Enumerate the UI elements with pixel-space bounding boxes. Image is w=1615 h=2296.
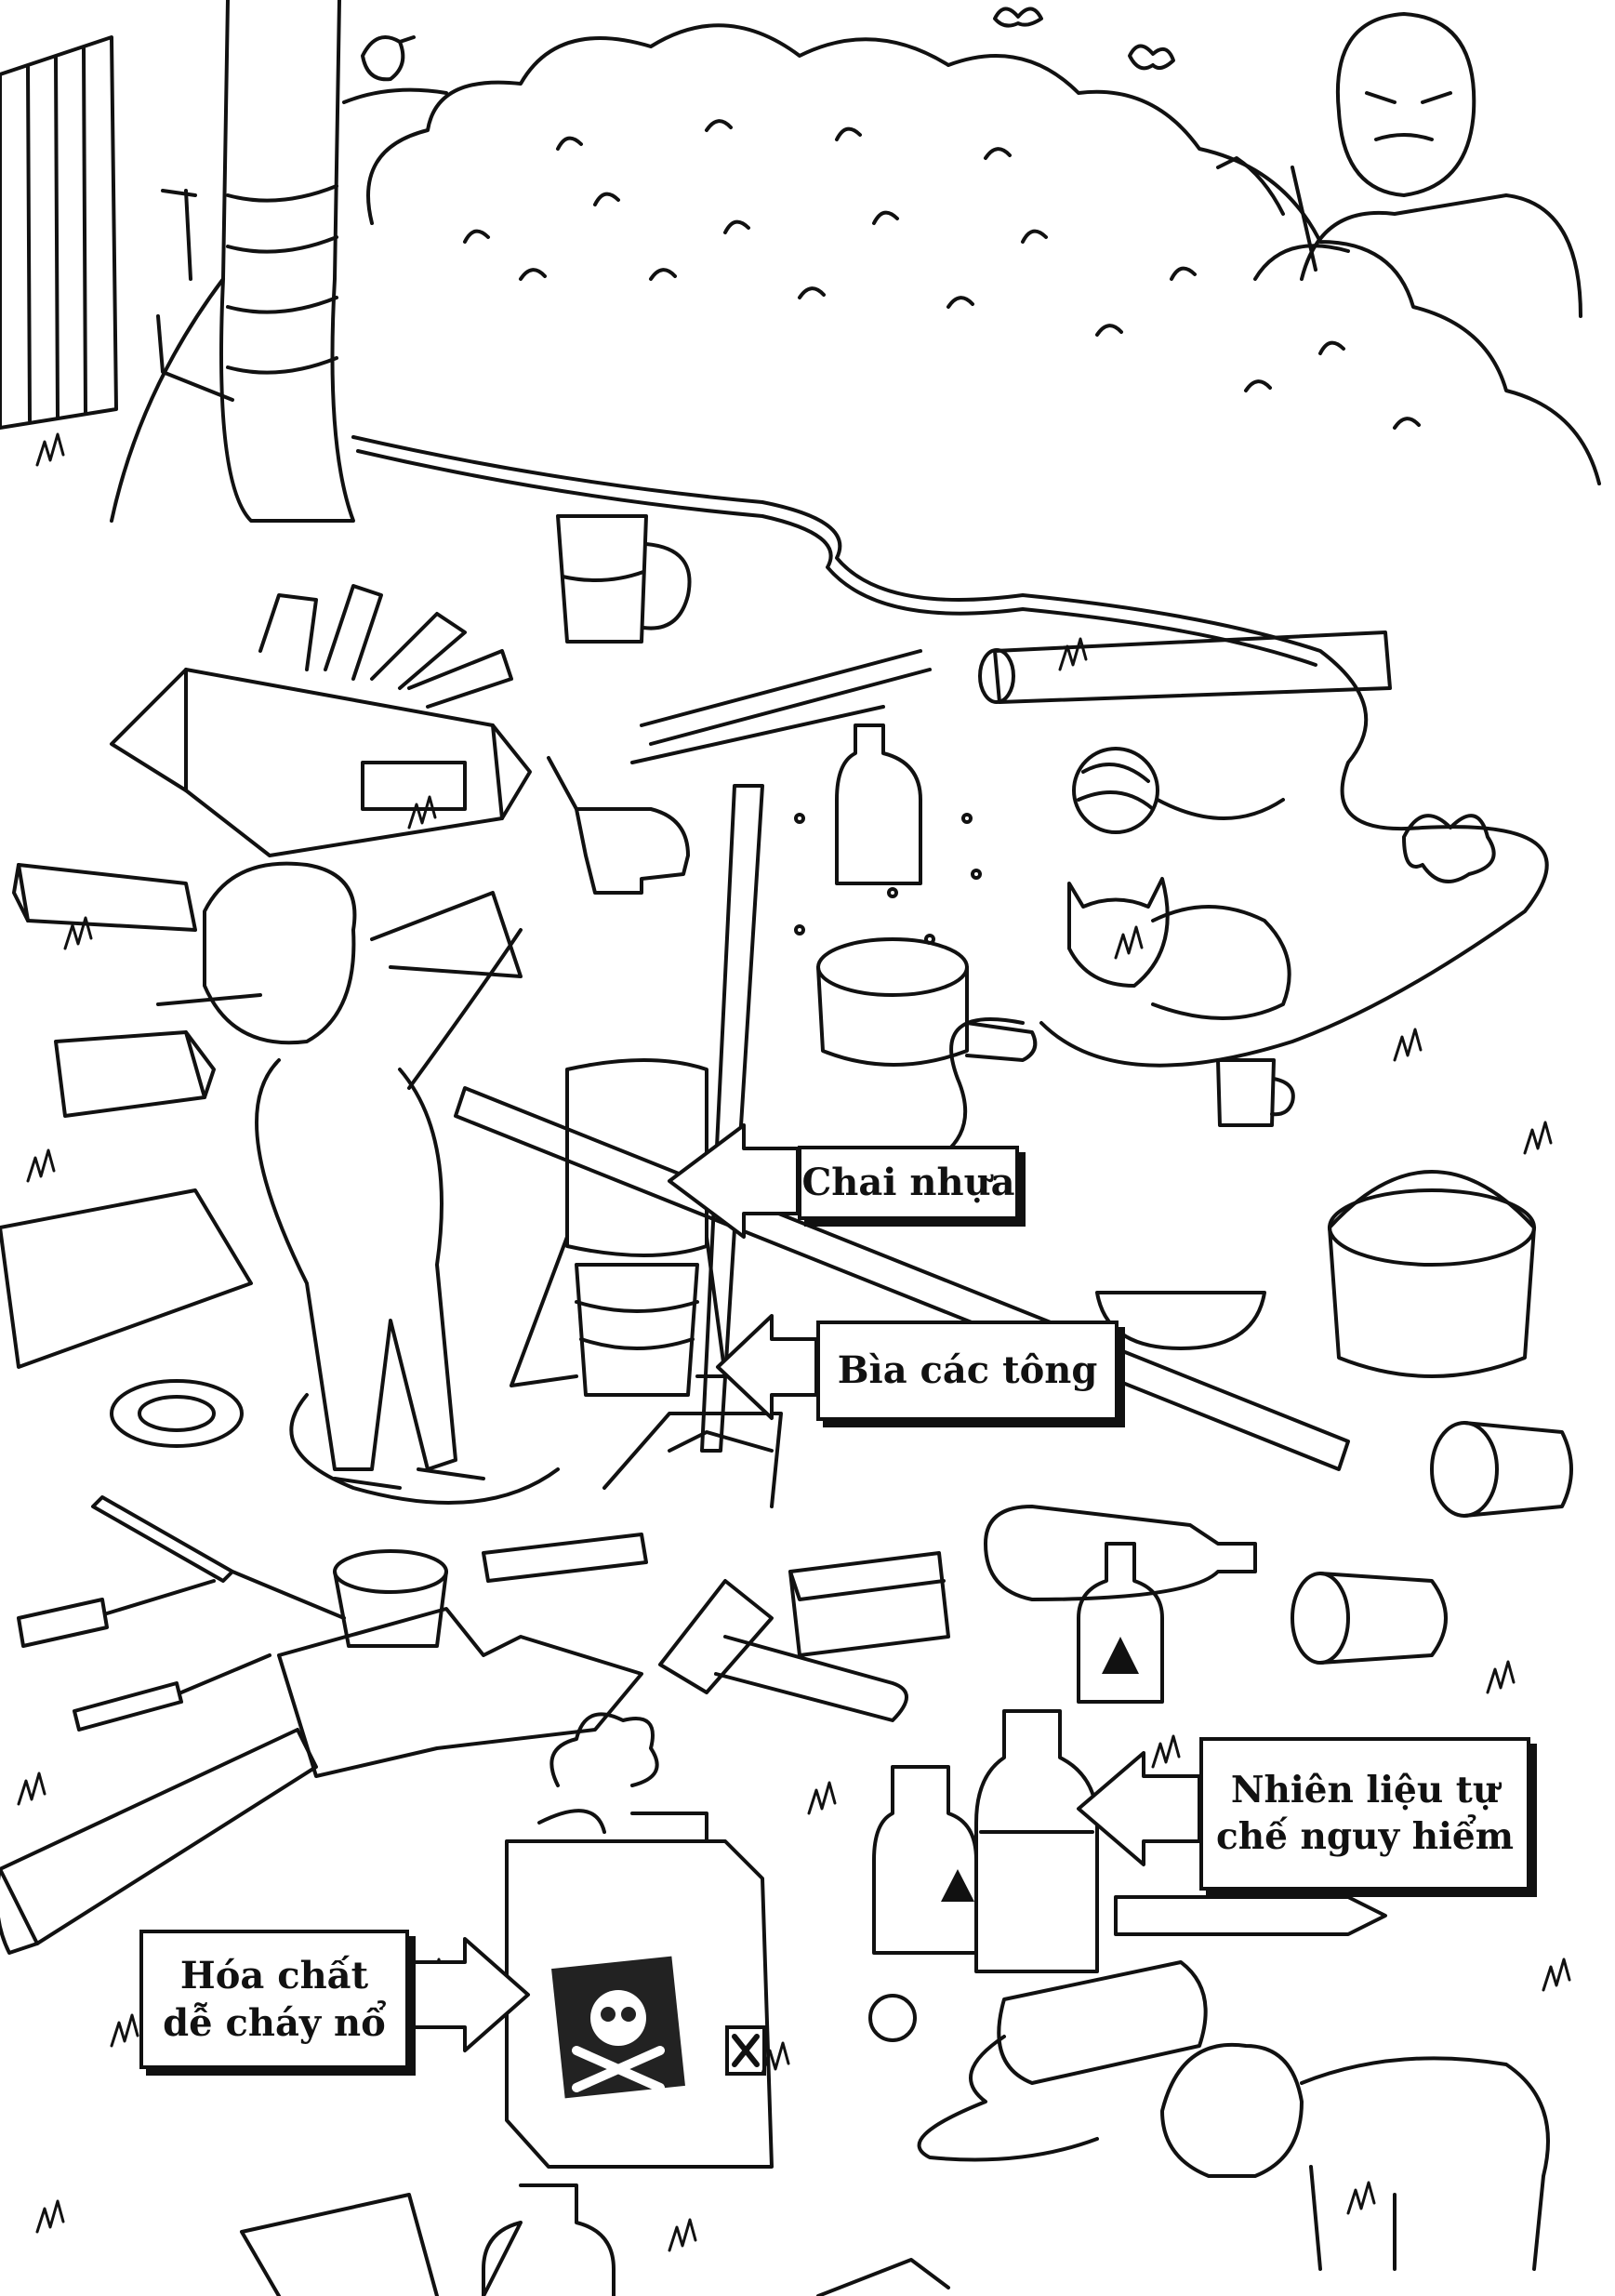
spilled-bottle [917,1960,1208,2162]
flies [794,813,982,945]
screwdriver [17,1579,216,1648]
file-tool [91,1495,346,1620]
yarn-ball [1072,747,1285,834]
fuel-bottle-2 [974,1709,1099,1973]
cat [1067,877,1291,1020]
tube [1114,1895,1387,1936]
bottom-bottle [482,2183,616,2296]
label-flammable-chemical-line1: Hóa chất [179,1953,369,1997]
arrow-bia-cac-tong [716,1314,818,1420]
marker [482,1533,648,1583]
screwdriver-2 [73,1653,271,1732]
tin-can [1291,1572,1448,1665]
cardboard-box [110,584,532,857]
bucket [1328,1170,1536,1378]
launch-rod [602,784,783,1508]
small-chemical-bottle [1077,1542,1164,1704]
hammer [658,1579,908,1722]
wooden-fence [0,35,118,430]
bird-icon [342,35,448,104]
warning-triangle-icon [941,1637,1139,1902]
lying-bottle [984,1505,1257,1601]
label-dangerous-fuel: Nhiên liệu tự chế nguy hiểm [1199,1737,1530,1891]
butterfly-icon [993,7,1175,71]
plastic-container [788,1551,950,1657]
bowl [1095,1291,1266,1350]
grass-tufts [17,432,1571,2252]
arrow-chai-nhua [668,1123,800,1239]
label-plastic-bottle: Chai nhựa [798,1146,1019,1220]
fuel-can [505,1712,774,2169]
magazine [240,2193,439,2296]
label-cardboard: Bìa các tông [816,1321,1119,1421]
matchbox [12,863,197,932]
cardboard-roll [978,630,1392,704]
fuel-bottle-1 [872,1765,978,1955]
bottom-board [816,2258,950,2296]
pen [156,993,262,1006]
boy [203,861,523,1490]
label-flammable-chemical: Hóa chất dễ cháy nổ [139,1930,409,2069]
arrow-nhien-lieu [1077,1751,1201,1866]
dog [1160,2042,1550,2271]
angry-man [1216,12,1582,318]
cooking-pot [816,937,1038,1067]
label-flammable-chemical-line2: dễ cháy nổ [163,2001,386,2045]
skull-crossbones-icon [551,1956,685,2099]
arrow-hoa-chat [407,1937,530,2052]
measuring-jug [556,514,692,644]
tape-roll [110,1379,244,1448]
bottle-rocket [510,1058,727,1397]
tipped-cup [1430,1421,1573,1518]
label-cardboard-text: Bìa các tông [837,1348,1098,1393]
drill [547,756,690,895]
newspaper [277,1607,643,1778]
x-hazard-icon [725,2025,766,2076]
saw [0,1728,318,1955]
bottle-cap [868,1994,917,2042]
cup [333,1549,448,1648]
sugar-box [54,1030,216,1118]
tree [110,0,355,523]
label-dangerous-fuel-line1: Nhiên liệu tự [1230,1768,1500,1812]
tangled-string [1402,814,1496,883]
sticks [630,649,932,764]
label-plastic-bottle-text: Chai nhựa [801,1161,1015,1205]
bushes [366,23,1601,485]
cereal-box [0,1188,253,1369]
label-dangerous-fuel-line2: chế nguy hiểm [1216,1814,1514,1858]
mug [1216,1058,1295,1127]
bottle [835,723,922,885]
